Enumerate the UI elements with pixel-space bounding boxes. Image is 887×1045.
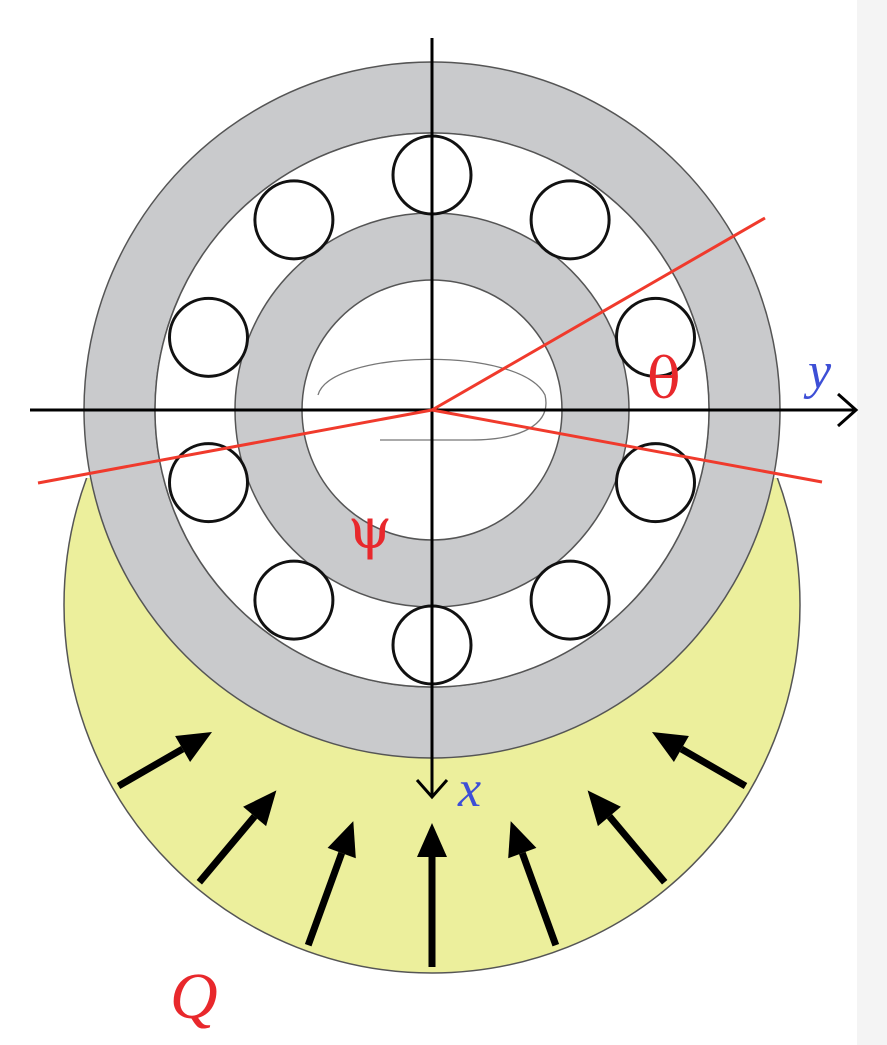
load-arrow-2 — [587, 790, 668, 885]
load-arrows — [116, 732, 748, 967]
rolling-element-5 — [253, 179, 335, 261]
load-q-label: Q — [170, 960, 218, 1033]
load-arrow-head — [243, 790, 277, 827]
rolling-element-7 — [529, 179, 611, 261]
load-arrow-1 — [652, 732, 748, 790]
x-axis-label: x — [457, 761, 481, 818]
load-arrow-6 — [196, 790, 277, 885]
rolling-element-8 — [615, 296, 696, 378]
axes — [30, 38, 859, 800]
reference-line-right — [431, 408, 823, 484]
rolling-element-9 — [615, 442, 696, 524]
y-axis-label: y — [803, 343, 832, 400]
load-arrow-7 — [116, 732, 212, 790]
load-arrow-shaft — [519, 851, 560, 947]
rolling-element-4 — [168, 296, 249, 378]
load-arrow-4 — [417, 823, 447, 967]
load-arrow-shaft — [679, 745, 748, 790]
x-axis-arrowhead — [415, 779, 449, 800]
psi-line — [37, 408, 433, 485]
rolling-elements — [168, 134, 696, 686]
load-arrow-head — [327, 821, 356, 859]
load-arrow-head — [587, 790, 621, 827]
load-arrow-head — [417, 823, 447, 857]
load-arrow-head — [508, 821, 537, 859]
psi-label: ψ — [348, 497, 392, 562]
load-arrow-shaft — [196, 814, 258, 885]
load-arrow-3 — [508, 821, 560, 947]
load-arrow-head — [175, 732, 212, 762]
rolling-element-3 — [168, 442, 249, 524]
y-axis-arrowhead — [837, 392, 859, 428]
load-arrow-shaft — [606, 814, 668, 885]
shaft-contour — [317, 358, 547, 441]
load-arrow-head — [652, 732, 689, 762]
theta-line — [431, 216, 766, 412]
angle-lines — [37, 216, 823, 485]
right-edge-strip — [857, 0, 887, 1045]
load-arrow-5 — [304, 821, 356, 947]
load-arrow-shaft — [116, 745, 185, 790]
rolling-element-2 — [253, 559, 335, 641]
load-arrow-shaft — [304, 851, 345, 947]
theta-label: θ — [647, 347, 681, 412]
rolling-element-10 — [529, 559, 611, 641]
